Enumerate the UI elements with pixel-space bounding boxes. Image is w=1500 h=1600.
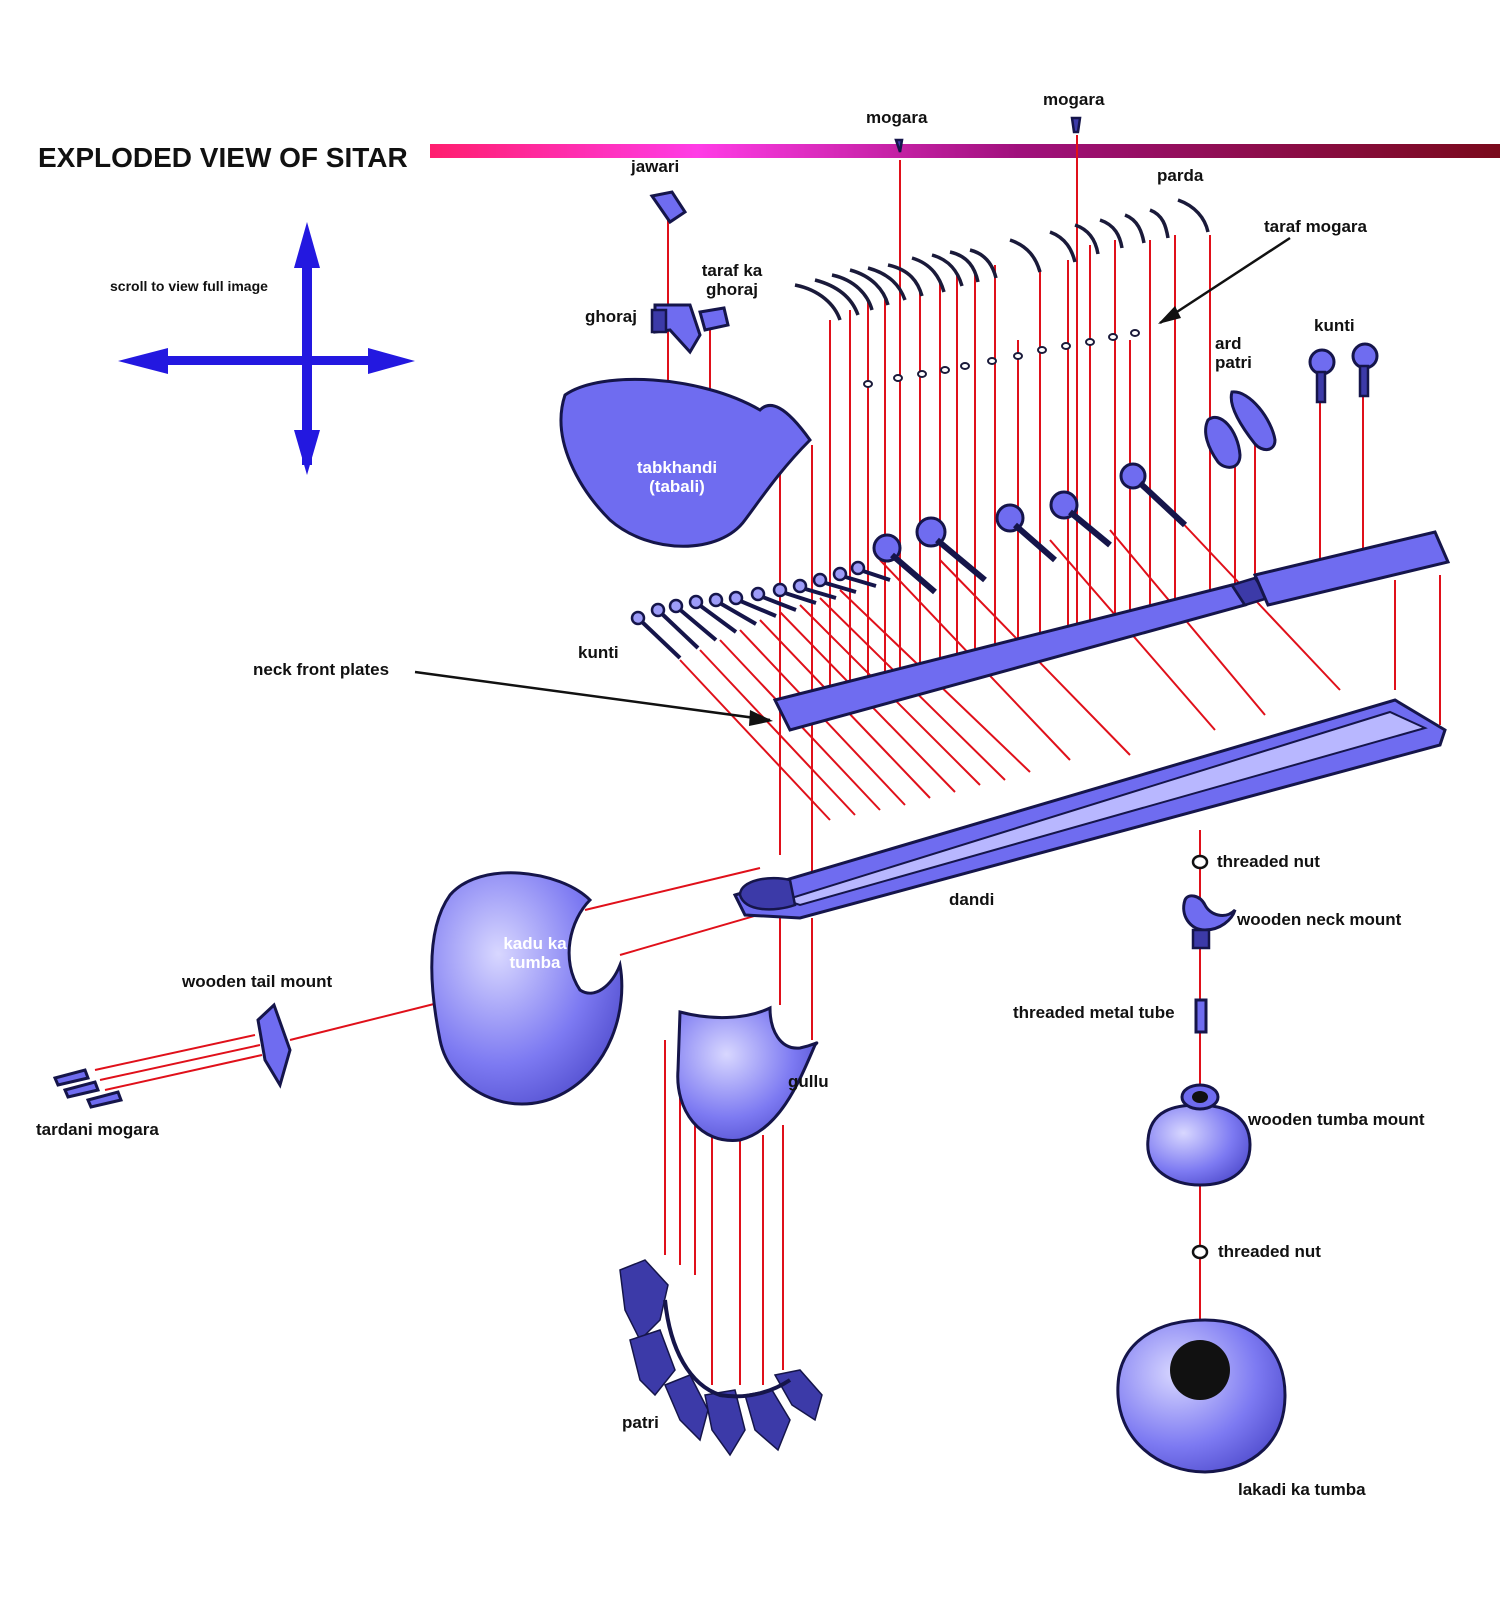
label-kadu-ka-tumba: kadu ka tumba bbox=[503, 934, 567, 972]
mogara-pieces bbox=[894, 116, 1082, 153]
label-patri: patri bbox=[622, 1413, 659, 1432]
label-taraf-mogara: taraf mogara bbox=[1264, 217, 1367, 236]
ard-patri-piece bbox=[1204, 390, 1277, 469]
label-gullu: gullu bbox=[788, 1072, 829, 1091]
threaded-nut-1 bbox=[1191, 854, 1209, 870]
label-ghoraj: ghoraj bbox=[585, 307, 637, 326]
scroll-hint: scroll to view full image bbox=[110, 278, 268, 294]
wooden-tail-mount-piece bbox=[256, 1002, 292, 1089]
label-mogara-1: mogara bbox=[866, 108, 928, 127]
wooden-tumba-mount-piece bbox=[1146, 1083, 1252, 1187]
patri-ornament bbox=[619, 1259, 823, 1457]
label-threaded-nut-2: threaded nut bbox=[1218, 1242, 1321, 1261]
label-kunti-left: kunti bbox=[578, 643, 619, 662]
kunti-small-pegs bbox=[638, 568, 891, 660]
label-neck-front-plates: neck front plates bbox=[253, 660, 390, 679]
label-parda: parda bbox=[1157, 166, 1204, 185]
page-title: EXPLODED VIEW OF SITAR bbox=[38, 142, 408, 173]
label-ard-patri: ard patri bbox=[1215, 334, 1252, 372]
label-wooden-neck-mount: wooden neck mount bbox=[1237, 910, 1402, 929]
kadu-ka-tumba-piece bbox=[430, 871, 624, 1106]
tardani-mogara-pieces bbox=[52, 1068, 124, 1109]
ghoraj-piece bbox=[650, 303, 702, 355]
dandi-neck bbox=[732, 698, 1447, 920]
header-bar bbox=[430, 144, 1500, 158]
threaded-nut-2 bbox=[1191, 1244, 1209, 1260]
taraf-ka-ghoraj-piece bbox=[698, 306, 730, 332]
label-threaded-metal-tube: threaded metal tube bbox=[1013, 1003, 1175, 1022]
label-mogara-2: mogara bbox=[1043, 90, 1105, 109]
kunti-main-pegs bbox=[872, 462, 1188, 595]
jawari-piece bbox=[649, 190, 688, 225]
tabkhandi-piece bbox=[559, 377, 812, 548]
label-jawari: jawari bbox=[631, 157, 680, 176]
gullu-piece bbox=[676, 1005, 819, 1142]
leader-lines bbox=[414, 236, 1291, 726]
parda-frets bbox=[794, 198, 1210, 321]
label-dandi: dandi bbox=[949, 890, 995, 909]
threaded-metal-tube-piece bbox=[1194, 998, 1208, 1034]
scroll-arrows-icon bbox=[118, 222, 415, 475]
kunti-top-pegs bbox=[1308, 342, 1379, 404]
label-taraf-ka-ghoraj: taraf ka ghoraj bbox=[701, 261, 763, 299]
kunti-small-heads bbox=[630, 560, 866, 626]
neck-front-plates bbox=[772, 530, 1451, 732]
taraf-mogara-pieces bbox=[863, 329, 1140, 388]
label-wooden-tumba-mount: wooden tumba mount bbox=[1248, 1110, 1425, 1129]
label-threaded-nut-1: threaded nut bbox=[1217, 852, 1320, 871]
label-tardani-mogara: tardani mogara bbox=[36, 1120, 159, 1139]
label-wooden-tail-mount: wooden tail mount bbox=[182, 972, 333, 991]
lakadi-ka-tumba-piece bbox=[1116, 1318, 1287, 1474]
wooden-neck-mount-piece bbox=[1182, 894, 1237, 950]
label-lakadi-ka-tumba: lakadi ka tumba bbox=[1238, 1480, 1366, 1499]
label-tabkhandi: tabkhandi (tabali) bbox=[636, 458, 718, 496]
label-kunti-top: kunti bbox=[1314, 316, 1355, 335]
